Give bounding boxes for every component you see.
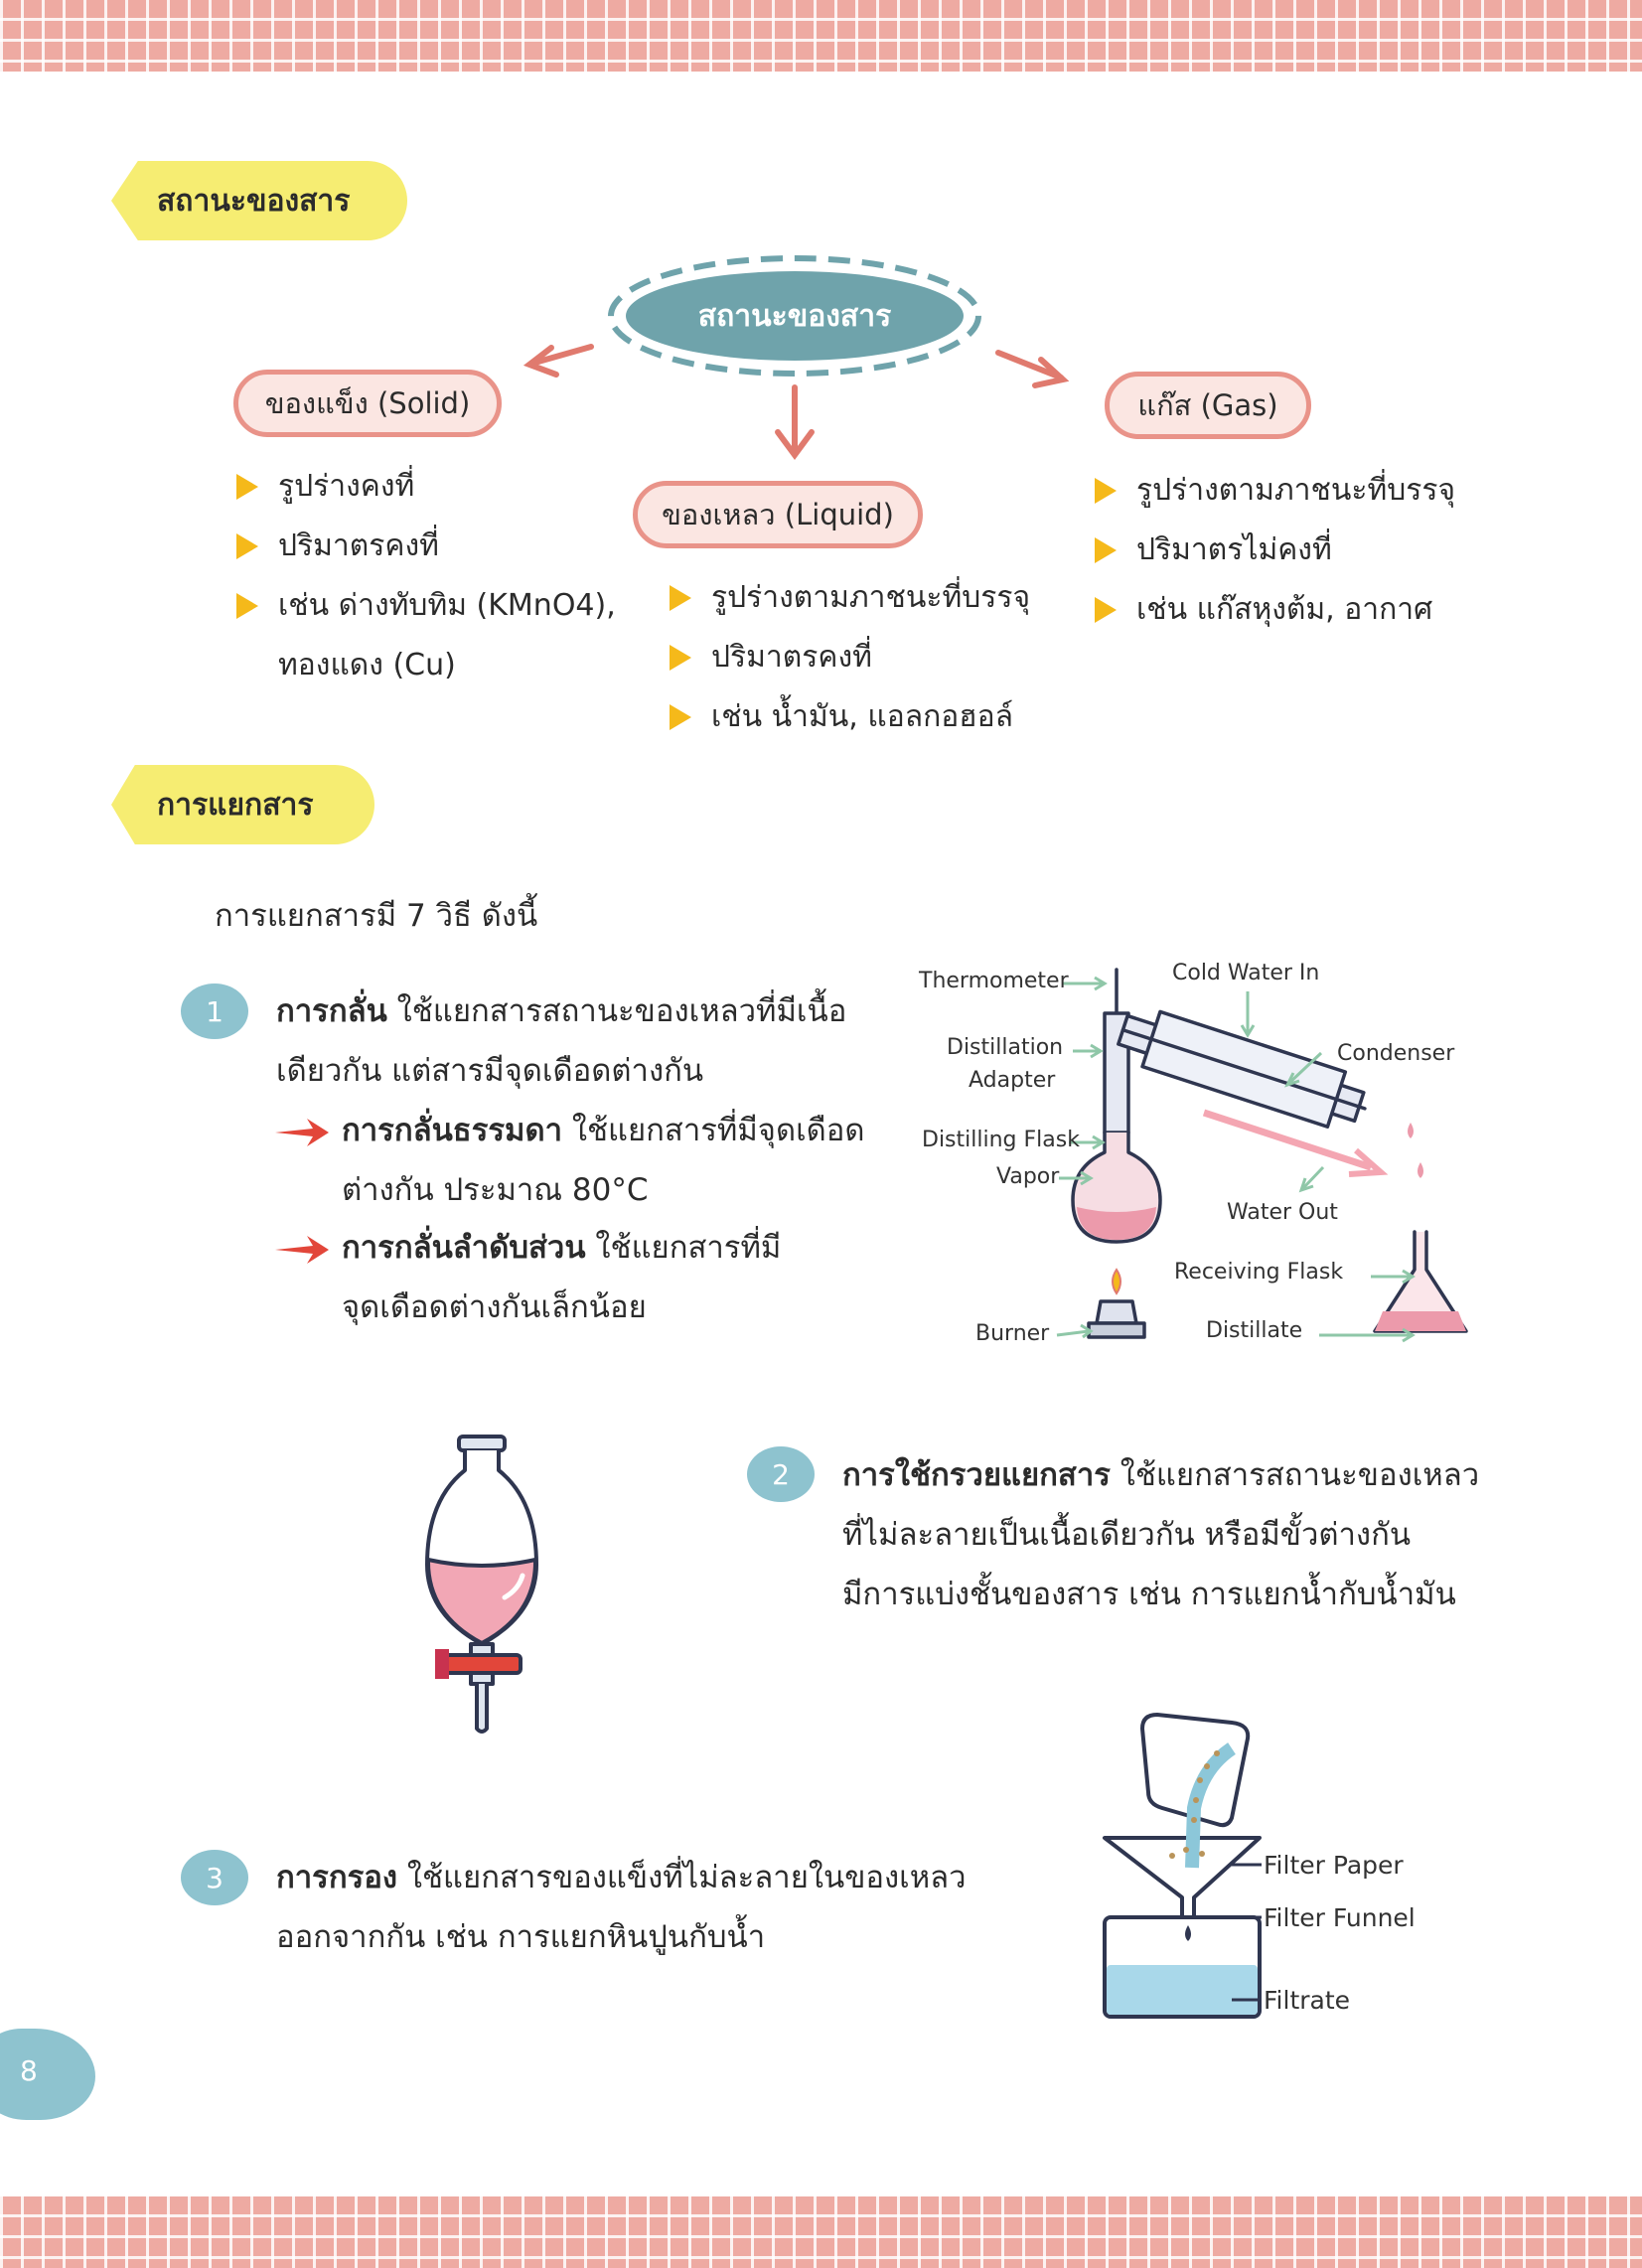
label-filtrate: Filtrate (1264, 1986, 1351, 2015)
label-filter-paper: Filter Paper (1264, 1851, 1404, 1880)
method-number: 1 (181, 983, 248, 1039)
label-distillate: Distillate (1206, 1318, 1303, 1343)
section-tag-states: สถานะของสาร (111, 161, 407, 240)
method-3-line-1: การกรอง ใช้แยกสารของแข็งที่ไม่ละลายในของ… (276, 1848, 967, 1907)
label-distillation: Distillation (947, 1035, 1064, 1060)
method-1-line-2: เดียวกัน แต่สารมีจุดเดือดต่างกัน (276, 1053, 704, 1089)
solid-item-continued: ทองแดง (Cu) (236, 636, 456, 695)
liquid-item: รูปร่างตามภาชนะที่บรรจุ (670, 568, 1030, 628)
gas-item-text: ปริมาตรไม่คงที่ (1136, 532, 1332, 567)
solid-item-text: ทองแดง (Cu) (278, 648, 456, 682)
method-2-line-1: การใช้กรวยแยกสาร ใช้แยกสารสถานะของเหลว (842, 1445, 1479, 1505)
page-number: 8 (20, 2054, 38, 2087)
gas-pill: แก๊ส (Gas) (1105, 372, 1311, 439)
method-number: 2 (747, 1446, 815, 1502)
filter-leader-lines (1232, 1863, 1262, 2002)
distillation-apparatus-illustration (1056, 968, 1468, 1343)
liquid-item: ปริมาตรคงที่ (670, 628, 872, 687)
liquid-pill: ของเหลว (Liquid) (633, 481, 923, 548)
gas-item: รูปร่างตามภาชนะที่บรรจุ (1095, 461, 1455, 521)
label-filter-funnel: Filter Funnel (1264, 1903, 1416, 1932)
red-arrow-icon (275, 1119, 329, 1146)
separatory-funnel-illustration (425, 1435, 538, 1734)
solid-item-text: เช่น ด่างทับทิม (KMnO4), (278, 588, 616, 623)
label-burner: Burner (975, 1321, 1050, 1346)
method-title: การกรอง (276, 1860, 398, 1895)
bullet-icon (670, 645, 691, 671)
liquid-item-text: เช่น น้ำมัน, แอลกอฮอล์ (711, 699, 1013, 734)
method-2-line-3: มีการแบ่งชั้นของสาร เช่น การแยกน้ำกับน้ำ… (842, 1577, 1456, 1612)
states-diagram-arrows (522, 255, 1070, 461)
bullet-icon (1095, 537, 1117, 563)
sub-method-title: การกลั่นลำดับส่วน (342, 1230, 586, 1266)
filtration-illustration (1103, 1713, 1262, 2019)
label-thermometer: Thermometer (919, 969, 1069, 993)
liquid-item: เช่น น้ำมัน, แอลกอฮอล์ (670, 687, 1013, 747)
solid-item-text: ปริมาตรคงที่ (278, 529, 439, 563)
solid-pill: ของแข็ง (Solid) (233, 370, 502, 437)
label-water-out: Water Out (1227, 1200, 1338, 1225)
section-heading: สถานะของสาร (157, 183, 351, 219)
method-number: 3 (181, 1850, 248, 1905)
section-heading: การแยกสาร (157, 787, 314, 823)
sub-method-title: การกลั่นธรรมดา (342, 1113, 562, 1148)
method-1-sub-1-line-2: ต่างกัน ประมาณ 80°C (342, 1172, 649, 1208)
gas-item-text: รูปร่างตามภาชนะที่บรรจุ (1136, 473, 1456, 508)
bullet-icon (1095, 478, 1117, 504)
method-1-line-1: การกลั่น ใช้แยกสารสถานะของเหลวที่มีเนื้อ (276, 982, 846, 1041)
bullet-icon (670, 585, 691, 611)
method-3-line-2: ออกจากกัน เช่น การแยกหินปูนกับน้ำ (276, 1919, 766, 1955)
label-vapor: Vapor (996, 1164, 1060, 1189)
method-1-sub-2-line-1: การกลั่นลำดับส่วน ใช้แยกสารที่มี (342, 1218, 781, 1278)
solid-item: ปริมาตรคงที่ (236, 517, 439, 576)
bullet-icon (236, 474, 258, 500)
separation-intro: การแยกสารมี 7 วิธี ดังนี้ (215, 898, 538, 934)
label-receiving-flask: Receiving Flask (1174, 1260, 1344, 1285)
sub-method-text: ใช้แยกสารที่มี (595, 1230, 782, 1266)
gas-item: เช่น แก๊สหุงต้ม, อากาศ (1095, 580, 1432, 640)
gas-item-text: เช่น แก๊สหุงต้ม, อากาศ (1136, 592, 1433, 627)
solid-item: รูปร่างคงที่ (236, 457, 414, 517)
solid-item: เช่น ด่างทับทิม (KMnO4), (236, 576, 616, 636)
method-2-line-2: ที่ไม่ละลายเป็นเนื้อเดียวกัน หรือมีขั้วต… (842, 1517, 1412, 1553)
method-1-sub-2-line-2: จุดเดือดต่างกันเล็กน้อย (342, 1289, 647, 1325)
bullet-icon (1095, 597, 1117, 623)
label-cold-water-in: Cold Water In (1172, 961, 1320, 985)
bullet-icon (236, 593, 258, 619)
section-tag-separation: การแยกสาร (111, 765, 374, 844)
page-number-blob (0, 2029, 95, 2120)
label-adapter: Adapter (969, 1068, 1056, 1093)
method-title: การกลั่น (276, 993, 387, 1029)
center-node: สถานะของสาร (697, 298, 892, 334)
method-1-sub-1-line-1: การกลั่นธรรมดา ใช้แยกสารที่มีจุดเดือด (342, 1101, 865, 1160)
top-decorative-band (0, 0, 1642, 72)
method-text: ใช้แยกสารสถานะของเหลวที่มีเนื้อ (396, 993, 847, 1029)
method-title: การใช้กรวยแยกสาร (842, 1457, 1111, 1493)
method-text: ใช้แยกสารสถานะของเหลว (1120, 1457, 1480, 1493)
bottom-decorative-band (0, 2196, 1642, 2268)
bullet-icon (236, 533, 258, 559)
solid-item-text: รูปร่างคงที่ (278, 469, 415, 504)
red-arrow-icon (275, 1236, 329, 1264)
label-condenser: Condenser (1337, 1041, 1455, 1066)
method-text: ใช้แยกสารของแข็งที่ไม่ละลายในของเหลว (406, 1860, 967, 1895)
liquid-item-text: รูปร่างตามภาชนะที่บรรจุ (711, 580, 1031, 615)
label-distilling-flask: Distilling Flask (922, 1128, 1080, 1152)
sub-method-text: ใช้แยกสารที่มีจุดเดือด (571, 1113, 865, 1148)
bullet-icon (670, 704, 691, 730)
liquid-item-text: ปริมาตรคงที่ (711, 640, 872, 675)
gas-item: ปริมาตรไม่คงที่ (1095, 521, 1332, 580)
